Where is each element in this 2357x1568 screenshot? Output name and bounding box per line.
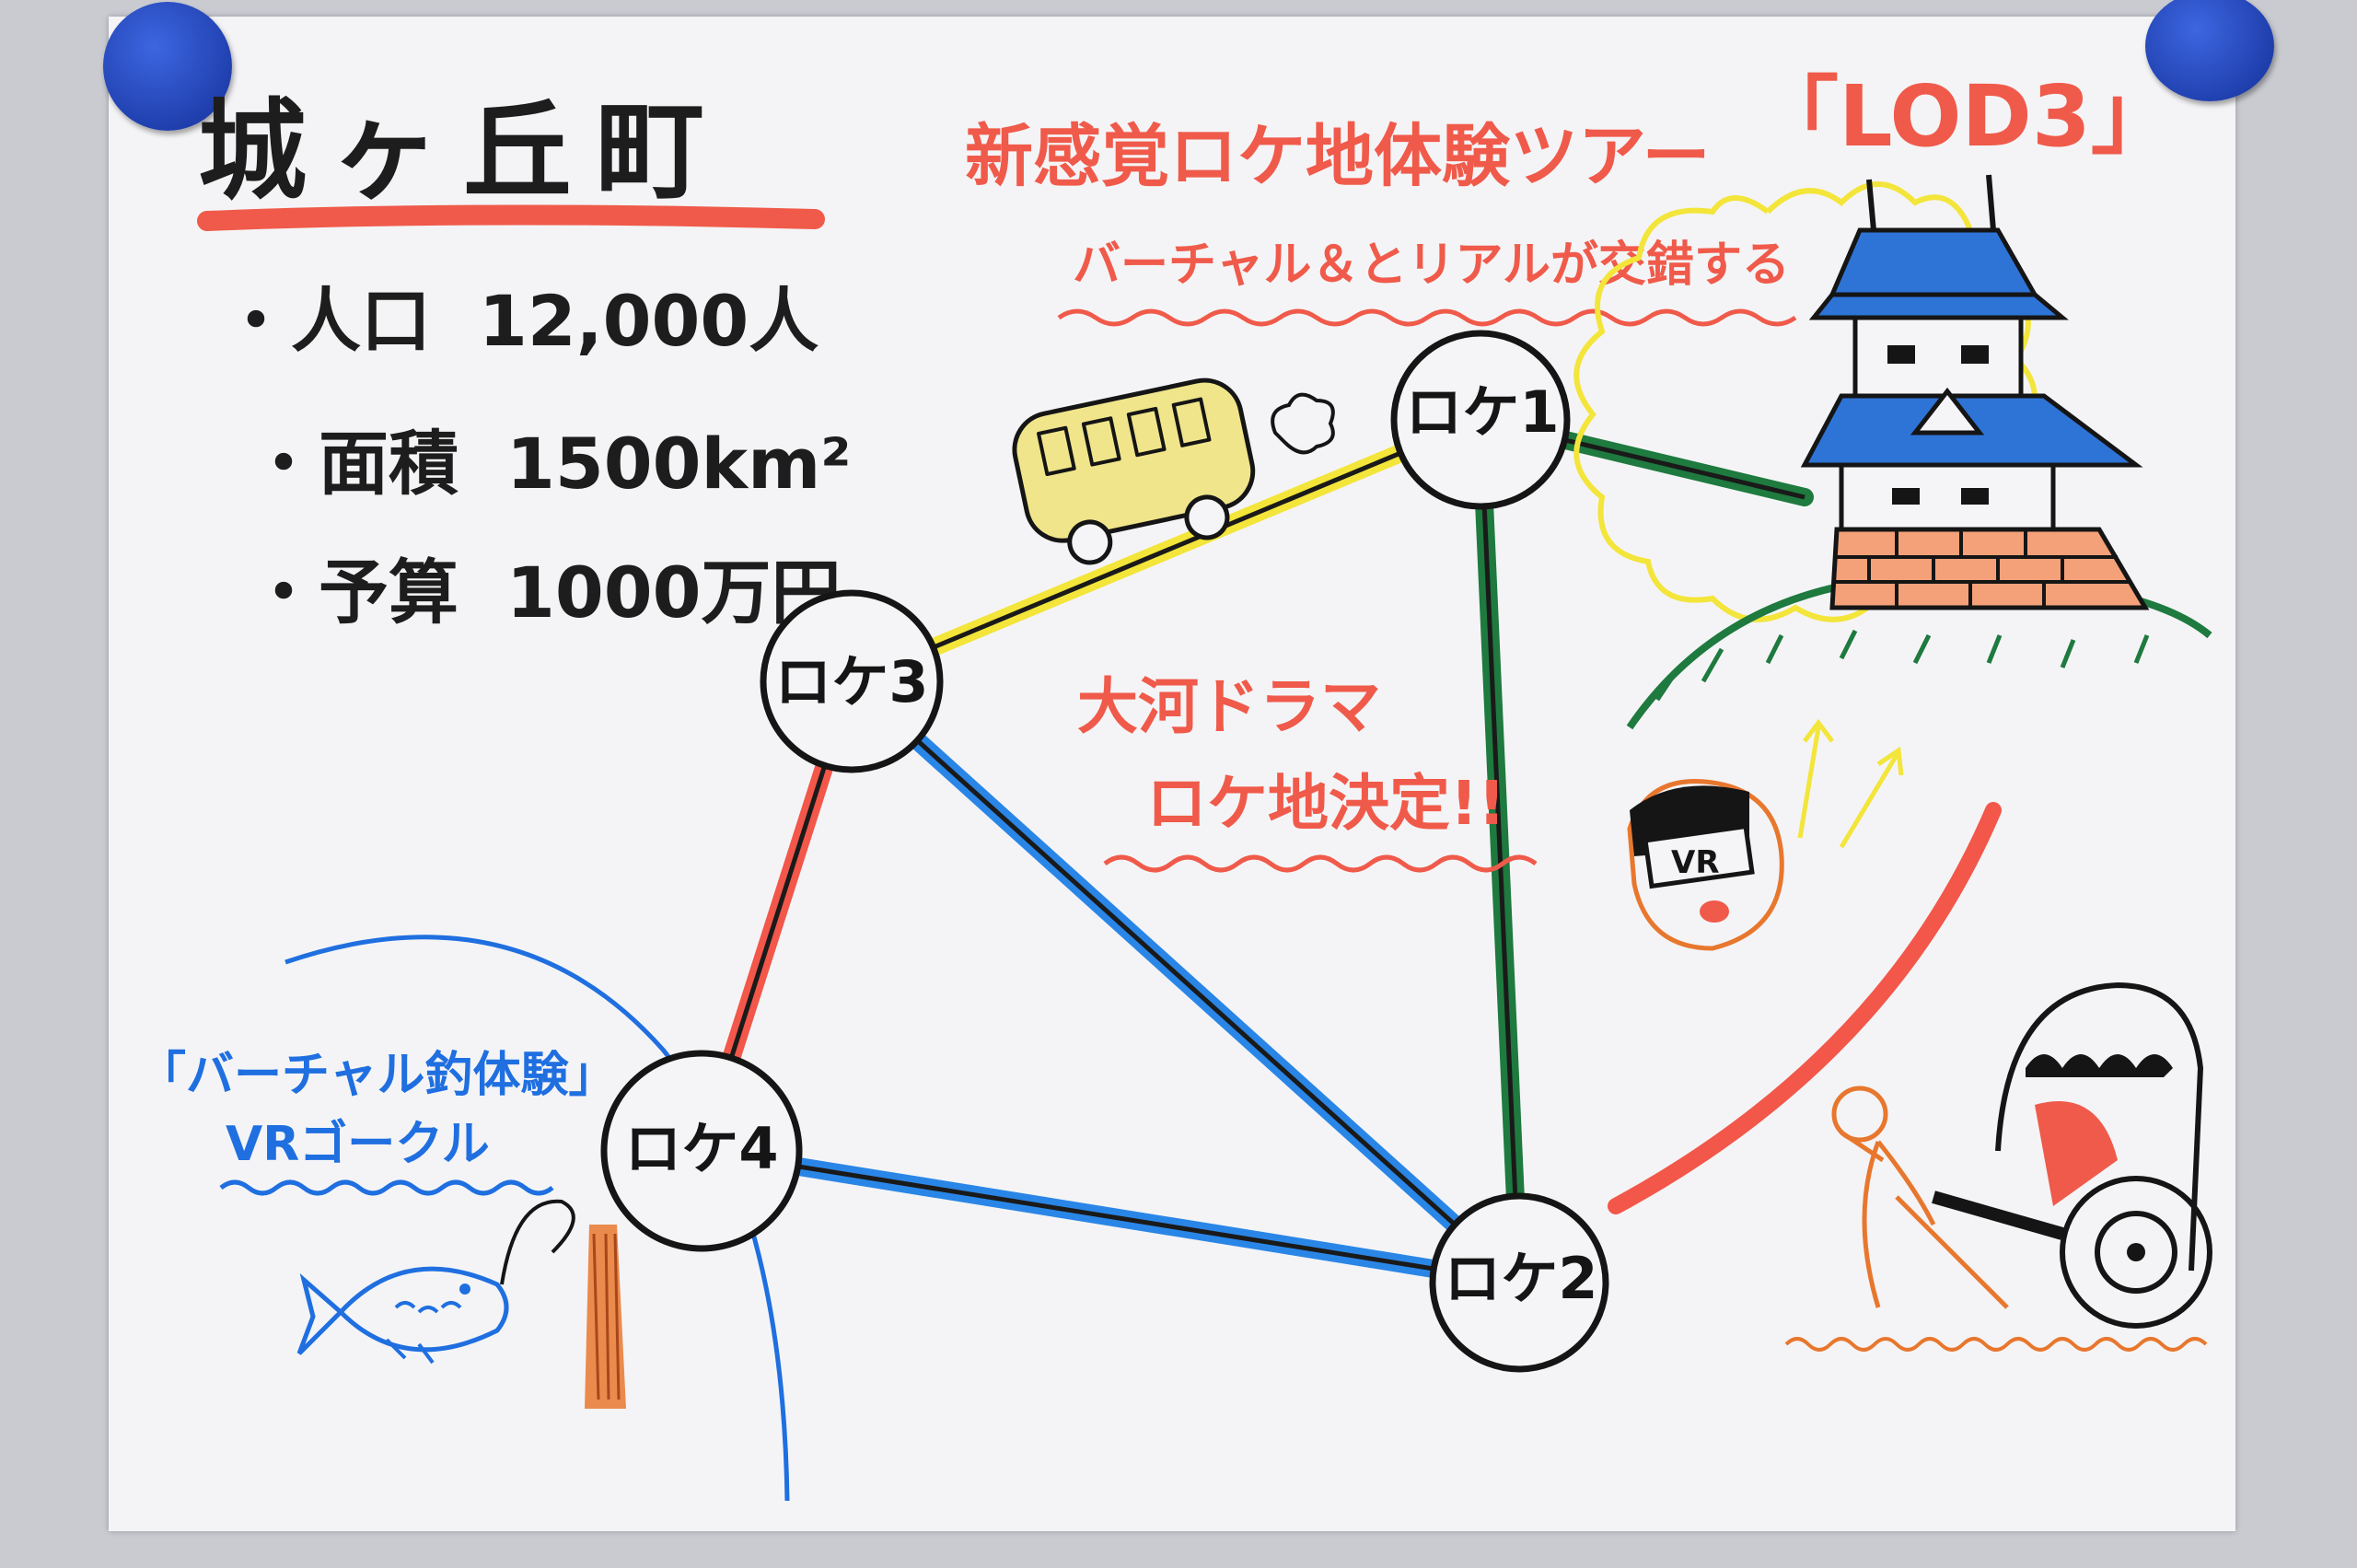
- drama-note-line1: 大河ドラマ: [1077, 671, 1381, 742]
- node-loc1-label: ロケ1: [1405, 378, 1559, 446]
- fish-icon: [296, 1266, 509, 1365]
- blue-pin-left: [103, 2, 232, 131]
- town-title: 城ヶ丘町: [198, 87, 728, 215]
- edge-loc3-loc2-core: [850, 679, 1521, 1284]
- stat-area-label: ・面積: [249, 423, 459, 505]
- tour-heading: 新感覚ロケ地体験ツアー: [965, 117, 1711, 196]
- node-loc4-circle: [600, 1050, 803, 1252]
- nodes-layer: ロケ1 ロケ2 ロケ3 ロケ4: [600, 330, 1609, 1373]
- tour-name: 「LOD3」: [1754, 67, 2176, 166]
- rickshaw-icon: [1784, 981, 2212, 1352]
- node-loc3-circle: [760, 589, 944, 773]
- fishing-note-squiggle: [219, 1179, 554, 1196]
- drama-note-line2: ロケ地決定!!: [1146, 768, 1505, 839]
- stat-budget-label: ・予算: [249, 552, 459, 633]
- blue-pin-right: [2145, 0, 2274, 101]
- fishing-line: [500, 1199, 575, 1285]
- node-loc2[interactable]: ロケ2: [1429, 1192, 1609, 1373]
- node-loc2-circle: [1429, 1192, 1609, 1373]
- stat-area-value: 1500km²: [506, 423, 852, 505]
- vr-headset-label: VR: [1671, 844, 1720, 881]
- vr-headset-person-icon: VR: [1627, 779, 1784, 951]
- bus-icon: [1012, 377, 1256, 565]
- stats-list: ・人口 12,000人 ・面積 1500km² ・予算 1000万円: [221, 280, 852, 633]
- fishing-note-line2: VRゴークル: [226, 1117, 490, 1172]
- node-loc4-label: ロケ4: [624, 1115, 778, 1182]
- node-loc2-label: ロケ2: [1444, 1245, 1597, 1312]
- stat-population-label: ・人口: [221, 280, 431, 362]
- bus-exhaust-icon: [1271, 392, 1335, 455]
- edge-loc1-loc2-core: [1478, 419, 1522, 1283]
- tour-subtitle-squiggle: [1057, 308, 1797, 327]
- waterfall-icon: [585, 1225, 626, 1409]
- drama-note-squiggle: [1103, 854, 1538, 873]
- edge-loc2-arc: [1608, 802, 2002, 1214]
- title-underline: [197, 204, 825, 231]
- node-loc3[interactable]: ロケ3: [760, 589, 944, 773]
- stat-population-value: 12,000人: [479, 280, 819, 362]
- castle-icon: [1573, 174, 2212, 849]
- edge-loc3-loc1-core: [851, 417, 1481, 684]
- edges-layer: [692, 411, 2002, 1292]
- wave-line: [284, 935, 790, 1502]
- node-loc1-circle: [1390, 330, 1571, 510]
- edge-loc4-loc2-core: [701, 1148, 1520, 1285]
- fishing-note-line1: 「バーチャル釣体験」: [138, 1048, 616, 1103]
- node-loc4[interactable]: ロケ4: [600, 1050, 803, 1252]
- tour-subtitle: バーチャル＆とリアルが交錯する: [1073, 238, 1790, 293]
- node-loc3-label: ロケ3: [774, 648, 928, 715]
- node-loc1[interactable]: ロケ1: [1390, 330, 1571, 510]
